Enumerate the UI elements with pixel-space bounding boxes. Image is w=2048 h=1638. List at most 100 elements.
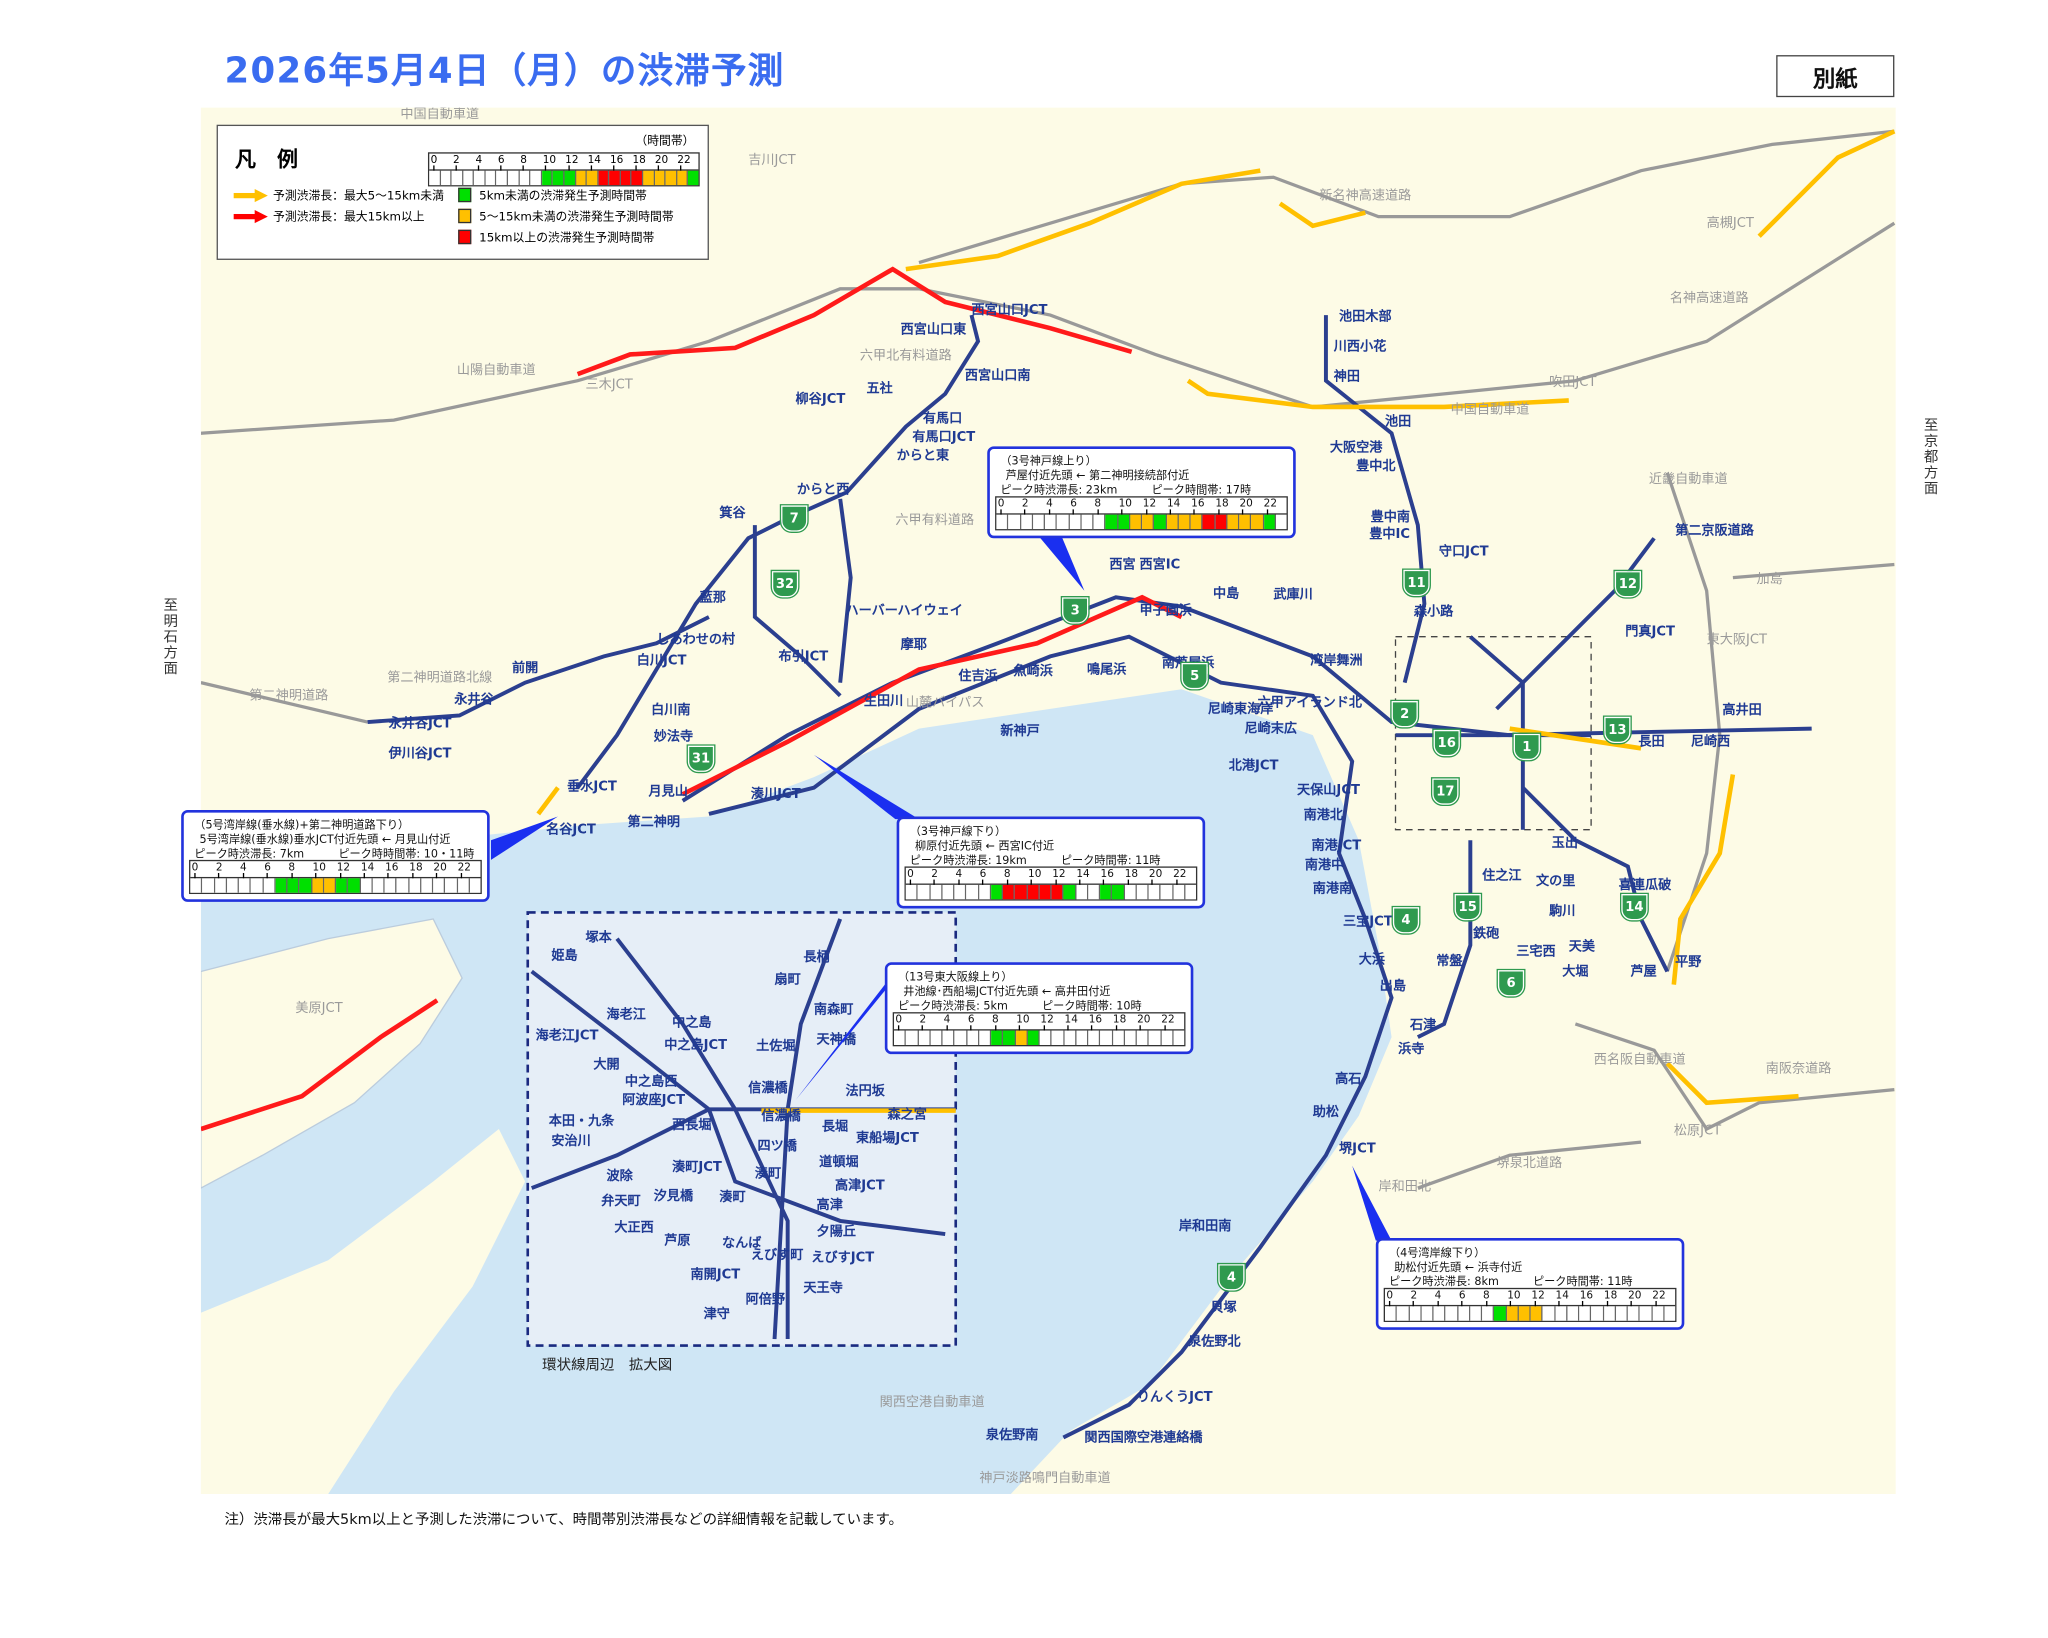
peak-length-label: ピーク時渋滞長: (909, 854, 992, 868)
route-shield-icon: 7 (779, 504, 809, 533)
hour-tick: 22 (1161, 1013, 1175, 1031)
hour-tick: 2 (453, 154, 460, 171)
peak-time: ピーク時時間帯: 10・11時 (338, 845, 474, 861)
map-label: 貝塚 (1210, 1300, 1237, 1316)
inset-label: 南開JCT (690, 1268, 741, 1283)
map-label: 第二神明道路 (249, 689, 329, 704)
inset-label: 夕陽丘 (816, 1224, 856, 1240)
inset-label: 海老江 (606, 1008, 646, 1023)
route-shield-icon: 1 (1512, 732, 1542, 762)
inset-label: 本田・九条 (548, 1114, 615, 1130)
map-label: 西名阪自動車道 (1593, 1052, 1686, 1068)
map-label: 森小路 (1413, 605, 1454, 620)
inset-label: 東船場JCT (855, 1131, 919, 1147)
hour-tick: 14 (1167, 498, 1180, 515)
hour-cell-0 (1385, 1306, 1398, 1321)
map-label: 布引JCT (778, 649, 829, 665)
hour-cell-21 (665, 170, 678, 186)
peak-time-label: ピーク時時間帯: (338, 848, 421, 862)
map-label: 高槻JCT (1706, 216, 1754, 232)
inset-label: 天王寺 (803, 1281, 843, 1296)
yellow-arrow-icon (233, 188, 268, 202)
hour-cell-4 (238, 878, 252, 893)
route-shield-icon: 32 (770, 569, 800, 599)
map-label: 甲子園浜 (1139, 603, 1193, 619)
hour-tick: 12 (1143, 498, 1156, 515)
hour-cell-12 (564, 170, 576, 186)
hour-tick: 4 (1046, 498, 1053, 515)
map-label: 鳴尾浜 (1086, 662, 1127, 678)
map-label: 出島 (1379, 979, 1407, 994)
map-label: 六甲アイランド北 (1257, 695, 1363, 711)
hour-tick: 12 (565, 154, 579, 171)
peak-length-label: ピーク時渋滞長: (1388, 1276, 1471, 1290)
hour-tick: 6 (968, 1013, 975, 1031)
inset-label: 姫島 (551, 949, 578, 964)
hour-cell-13 (348, 878, 361, 893)
hour-cell-3 (930, 1030, 943, 1045)
hour-cell-22 (1263, 514, 1276, 530)
map-label: 妙法寺 (653, 729, 694, 745)
map-label: 浜寺 (1398, 1042, 1425, 1057)
hour-cell-12 (1142, 514, 1155, 530)
hour-cell-16 (1088, 1030, 1101, 1045)
hour-tick: 4 (944, 1013, 950, 1031)
hour-cell-20 (433, 878, 446, 893)
legend-arrow-red: 予測渋滞長：最大15km以上 (233, 207, 425, 224)
hour-cell-16 (1579, 1306, 1592, 1321)
congestion-line-yellow (1278, 201, 1366, 229)
inset-label: 大正西 (614, 1220, 654, 1236)
map-label: 豊中北 (1356, 459, 1396, 474)
hour-cell-21 (1640, 1306, 1653, 1321)
route-shield-icon: 3 (1060, 596, 1090, 625)
inset-label: 扇町 (774, 972, 801, 988)
hour-cell-3 (1421, 1306, 1434, 1321)
hour-cell-5 (1445, 1306, 1458, 1321)
orange-square-icon (458, 208, 472, 224)
map-label: 永井谷JCT (388, 716, 452, 732)
map-label: 中国自動車道 (400, 107, 480, 123)
hour-cell-11 (1039, 884, 1052, 900)
hour-cell-3 (942, 884, 955, 900)
hour-cell-10 (1015, 1030, 1028, 1045)
hour-tick: 18 (409, 861, 423, 879)
hour-cell-20 (1136, 1030, 1150, 1045)
congestion-line-yellow (1186, 378, 1569, 410)
route-shield-icon: 17 (1430, 777, 1460, 807)
hour-tick: 4 (475, 154, 482, 171)
red-arrow-icon (233, 209, 268, 223)
legend-swatch-red: 15km以上の渋滞発生予測時間帯 (458, 228, 654, 245)
hour-cell-20 (1148, 884, 1161, 900)
hour-cell-9 (1105, 514, 1118, 530)
hour-cell-6 (966, 1030, 980, 1045)
hour-cell-15 (1178, 514, 1191, 530)
hour-cell-3 (463, 170, 475, 186)
hour-cell-0 (996, 514, 1009, 530)
expressway-nexco (200, 221, 1896, 435)
hour-cell-2 (918, 1030, 931, 1045)
attachment-label: 別紙 (1776, 55, 1895, 98)
hour-cell-4 (942, 1030, 955, 1045)
inset-label: 高津JCT (834, 1178, 885, 1194)
map-label: 魚崎浜 (1013, 664, 1053, 679)
hour-cell-13 (1154, 514, 1167, 530)
map-label: 六甲北有料道路 (859, 349, 952, 364)
hour-cell-16 (1100, 884, 1113, 900)
green-square-icon (458, 187, 472, 203)
map-label: 南阪奈道路 (1765, 1062, 1832, 1077)
hour-cell-12 (1039, 1030, 1052, 1045)
hour-cell-21 (445, 878, 458, 893)
hour-cell-1 (1397, 1306, 1410, 1321)
map-label: 西宮山口JCT (971, 303, 1048, 318)
congestion-callout: （3号神戸線下り） 柳原付近先頭 ← 西宮IC付近 ピーク時渋滞長: 19km … (896, 816, 1206, 909)
hour-cell-8 (1002, 884, 1016, 900)
map-label: 柳谷JCT (795, 392, 846, 407)
hour-cell-23 (1185, 884, 1196, 900)
route-shield-icon: 2 (1390, 699, 1420, 729)
hour-cell-10 (1027, 884, 1040, 900)
hour-cell-12 (336, 878, 349, 893)
